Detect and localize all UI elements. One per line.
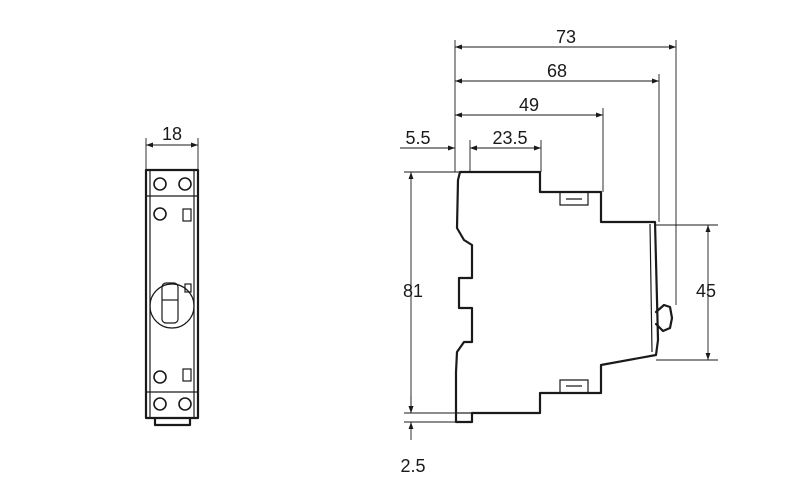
- upper-indicator-window: [182, 208, 192, 222]
- upper-terminal-opening: [559, 192, 589, 206]
- front-rail-clip: [153, 416, 192, 427]
- depth-73-label: 73: [556, 27, 576, 47]
- front-body-outline: [144, 168, 200, 420]
- rail-2-5-label: 2.5: [400, 456, 425, 476]
- lower-indicator-window: [182, 368, 192, 382]
- width-dimension-label: 18: [162, 124, 182, 144]
- depth-49-label: 49: [519, 95, 539, 115]
- bottom-right-terminal-screw-icon: [178, 397, 192, 411]
- side-view: 73 68 49 23.5 5.5 81 2.5 45: [400, 27, 718, 476]
- front-knob-icon: [654, 303, 674, 333]
- depth-68-label: 68: [547, 61, 567, 81]
- offset-5-5-label: 5.5: [405, 128, 430, 148]
- lower-terminal-opening: [559, 379, 589, 393]
- height-45-label: 45: [696, 281, 716, 301]
- lever-flag-icon: [184, 283, 192, 293]
- side-body-outline: [454, 170, 660, 424]
- top-right-terminal-screw-icon: [178, 177, 192, 191]
- bottom-left-terminal-screw-icon: [153, 397, 167, 411]
- lower-terminal-screw-icon: [153, 370, 167, 384]
- top-left-terminal-screw-icon: [153, 177, 167, 191]
- front-face-edge: [649, 223, 653, 353]
- upper-terminal-screw-icon: [153, 207, 167, 221]
- front-view: 18: [144, 124, 200, 427]
- lever-housing-icon: [149, 283, 195, 329]
- lever-knob-icon: [161, 282, 179, 324]
- height-81-label: 81: [403, 281, 423, 301]
- step-23-5-label: 23.5: [492, 128, 527, 148]
